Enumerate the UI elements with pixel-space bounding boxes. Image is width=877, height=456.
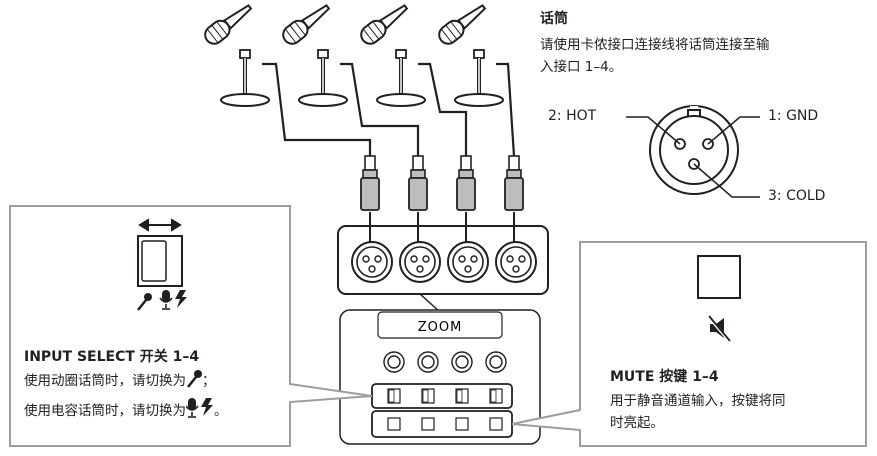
condenser-mic-phantom-icon	[185, 398, 214, 425]
mic-section-description-line-2: 入接口 1–4。	[540, 59, 623, 75]
device-logo: ZOOM	[418, 320, 463, 335]
mute-title: MUTE 按键 1–4	[610, 369, 719, 385]
input-select-title: INPUT SELECT 开关 1–4	[24, 349, 200, 365]
mute-button-icon	[697, 255, 741, 299]
microphone-3	[355, 0, 427, 108]
mute-description-line-1: 用于静音通道输入，按键将同	[610, 393, 786, 409]
pin-label-gnd: 1: GND	[768, 108, 819, 124]
condenser-mic-phantom-icon	[159, 290, 187, 310]
microphone-1	[199, 0, 271, 108]
microphone-2	[277, 0, 349, 108]
dynamic-mic-icon	[186, 370, 202, 395]
input-select-line-2-suffix: 。	[214, 403, 228, 419]
microphone-4	[433, 0, 505, 108]
input-select-line-2-prefix: 使用电容话筒时，请切换为	[24, 403, 186, 419]
input-jack-panel	[337, 225, 549, 295]
input-select-callout	[9, 205, 373, 447]
xlr-plug-1	[360, 155, 380, 211]
input-select-line-1: 使用动圈话筒时，请切换为 ；	[24, 370, 216, 395]
xlr-jack-4	[495, 241, 537, 283]
xlr-plug-2	[408, 155, 428, 211]
input-select-line-1-prefix: 使用动圈话筒时，请切换为	[24, 373, 186, 389]
xlr-pinout-diagram	[626, 105, 760, 198]
xlr-jack-3	[447, 241, 489, 283]
input-select-line-2: 使用电容话筒时，请切换为 。	[24, 398, 228, 425]
mute-description-line-2: 时亮起。	[610, 415, 664, 431]
xlr-plug-4	[504, 155, 524, 211]
input-select-line-1-suffix: ；	[202, 373, 216, 389]
pin-label-cold: 3: COLD	[768, 188, 826, 204]
mic-section-description-line-1: 请使用卡侬接口连接线将话筒连接至输	[540, 37, 770, 53]
mute-callout	[511, 241, 867, 447]
pin-label-hot: 2: HOT	[548, 108, 597, 124]
xlr-jack-2	[399, 241, 441, 283]
xlr-jack-1	[351, 241, 393, 283]
xlr-plug-3	[456, 155, 476, 211]
zoom-device: ZOOM	[339, 309, 541, 445]
speaker-muted-icon	[706, 315, 732, 343]
input-select-switch-icon	[137, 235, 183, 287]
mic-cables	[262, 62, 516, 157]
left-right-arrow-icon	[138, 218, 182, 232]
dynamic-mic-icon	[137, 293, 152, 311]
mic-section-title: 话筒	[540, 11, 568, 27]
